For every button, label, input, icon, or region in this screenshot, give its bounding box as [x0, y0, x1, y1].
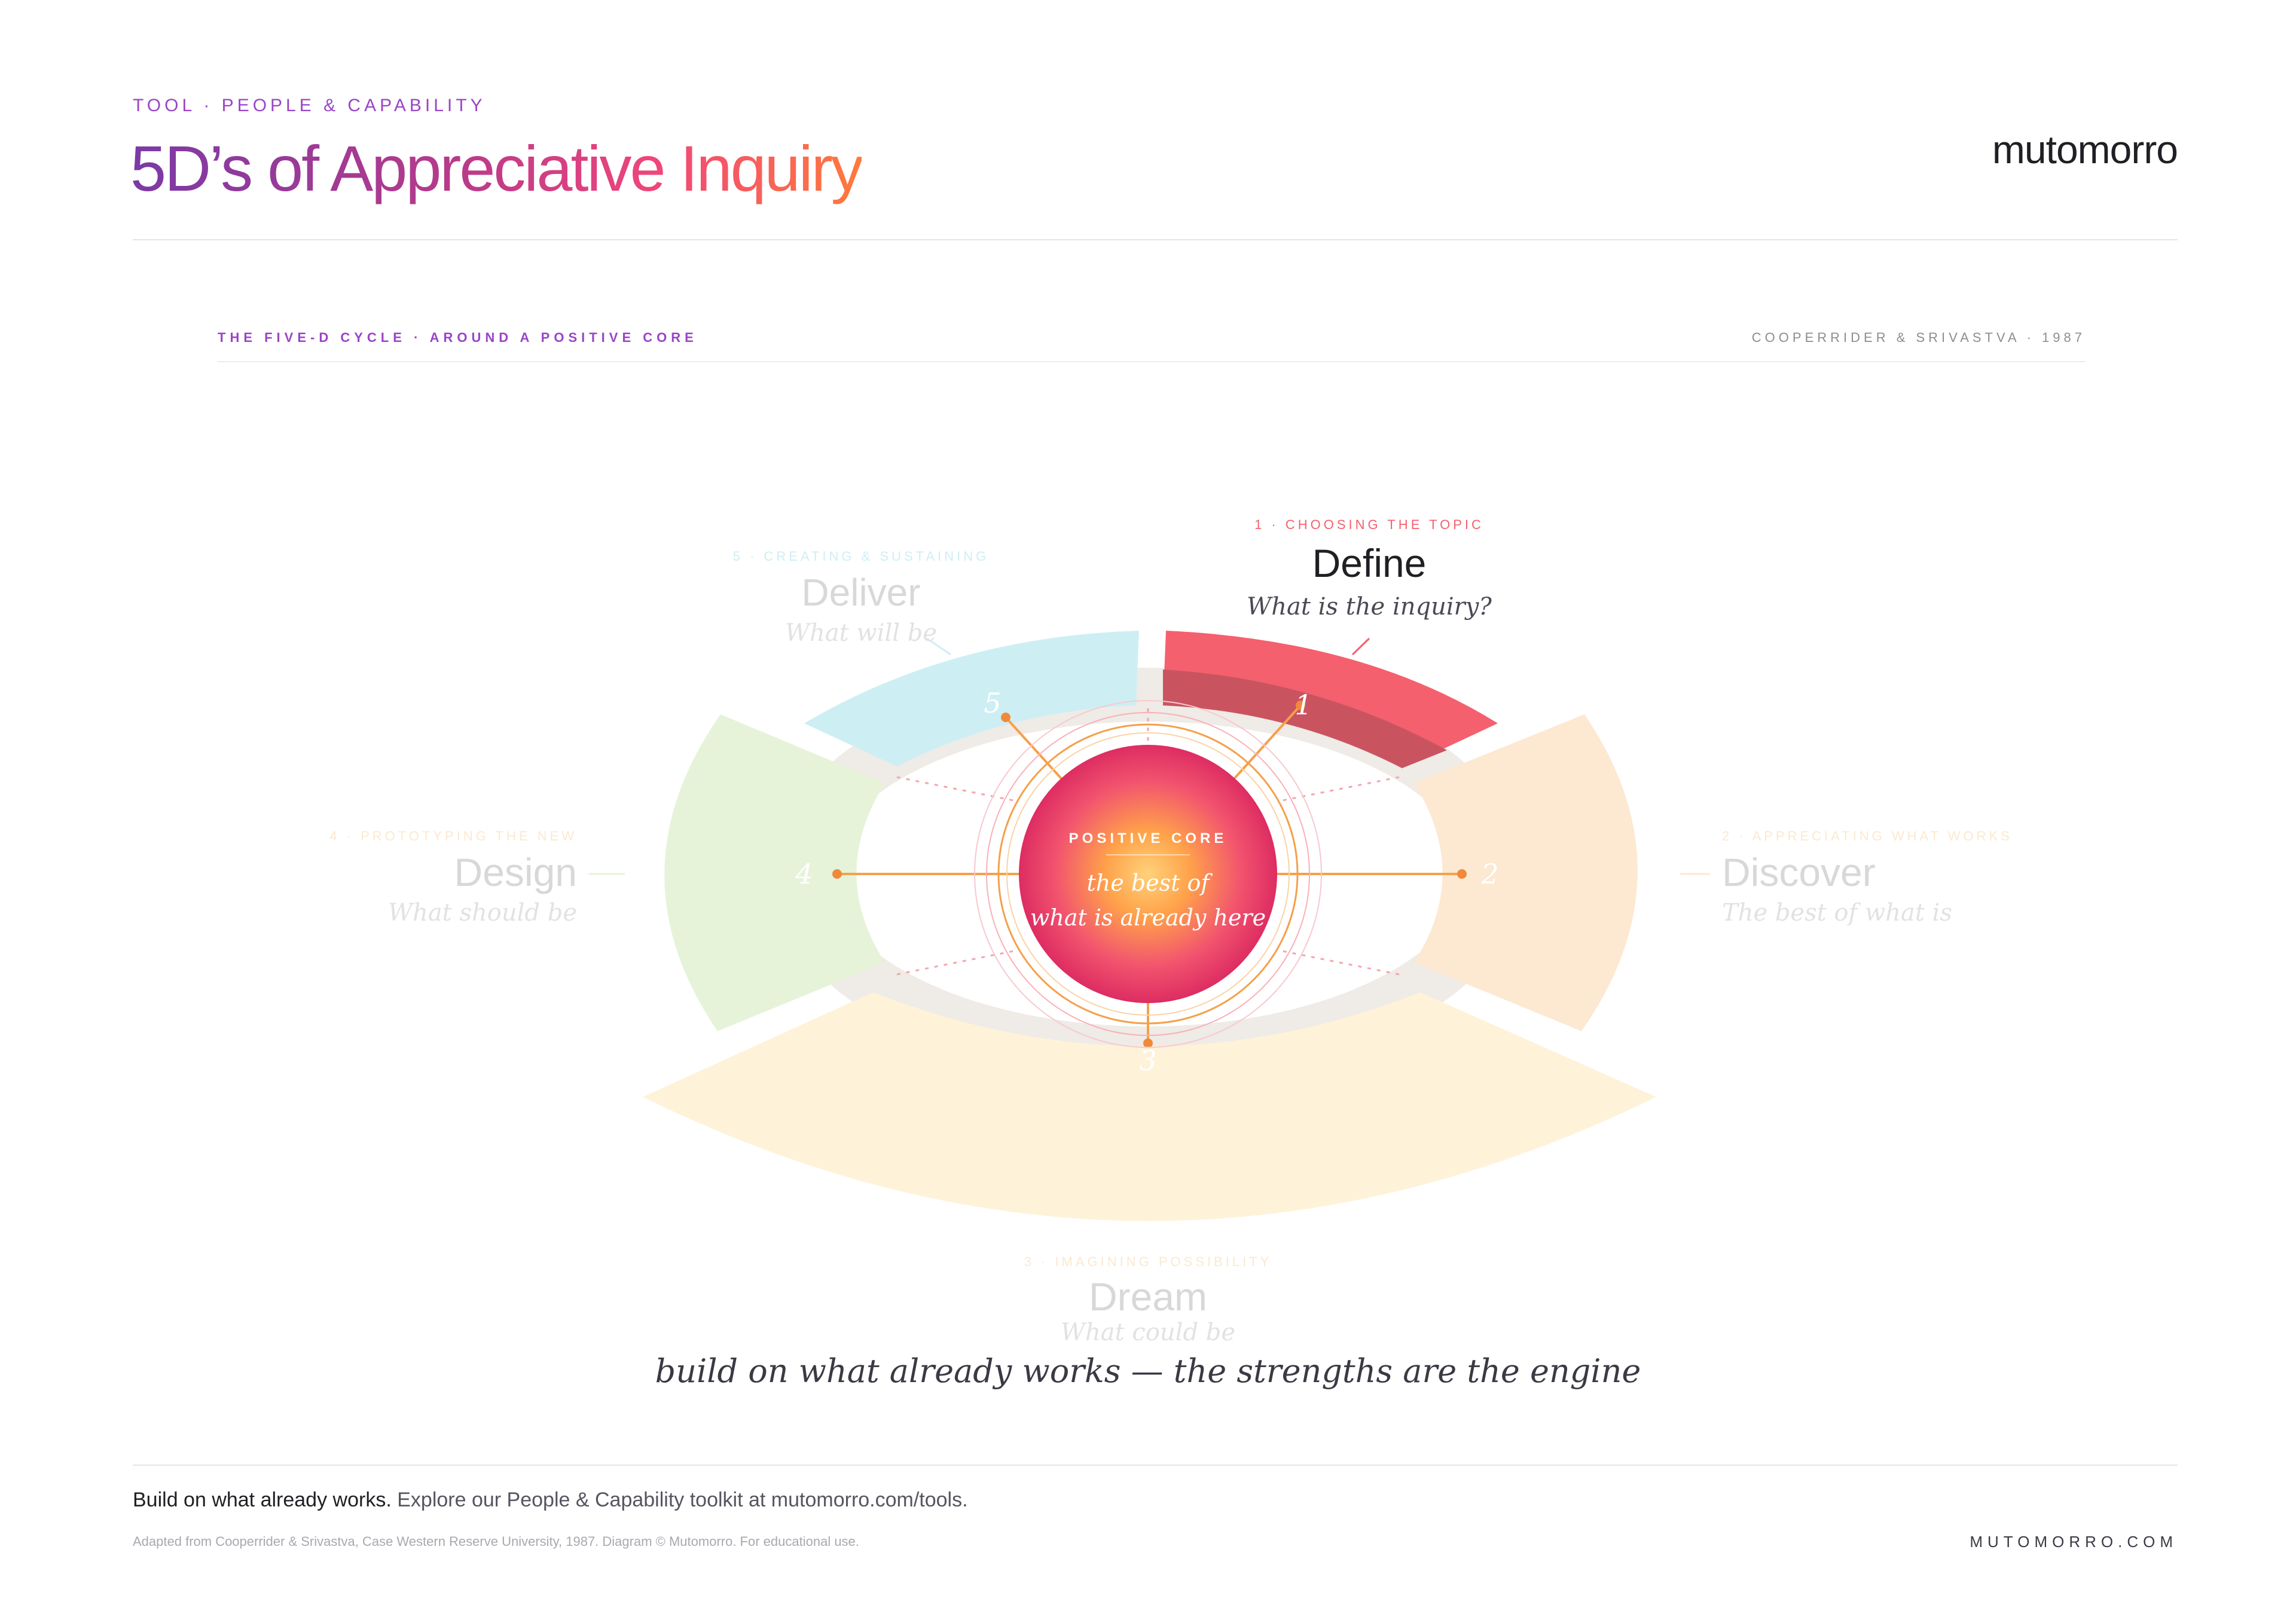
eyebrow: TOOL · PEOPLE & CAPABILITY	[133, 96, 486, 115]
tagline: build on what already works — the streng…	[655, 1352, 1641, 1390]
core-label: POSITIVE CORE	[1069, 830, 1228, 846]
footer-lead: Build on what already works.	[133, 1488, 392, 1511]
stage-number-5: 5	[984, 687, 1001, 719]
core-halo-rings	[974, 700, 1322, 1048]
design-kicker: 4 · PROTOTYPING THE NEW	[329, 829, 577, 843]
core-line-2: what is already here	[1030, 904, 1266, 931]
deliver-question: What will be	[785, 619, 937, 647]
define-title[interactable]: Define	[1312, 541, 1427, 585]
page-title: 5D’s of Appreciative Inquiry	[130, 127, 863, 210]
dream-kicker: 3 · IMAGINING POSSIBILITY	[1024, 1254, 1272, 1269]
define-question: What is the inquiry?	[1247, 593, 1492, 621]
discover-title[interactable]: Discover	[1722, 850, 1876, 894]
brand-logo[interactable]: mutomorro	[1992, 127, 2178, 172]
stage-number-3: 3	[1139, 1044, 1156, 1077]
dashed-connectors	[896, 708, 1400, 976]
footer-cta: Build on what already works. Explore our…	[133, 1488, 968, 1512]
segment-deliver[interactable]	[804, 631, 1139, 766]
footer-divider	[133, 1465, 2178, 1466]
segment-dream[interactable]	[643, 992, 1656, 1221]
segment-define-shadow	[1163, 670, 1447, 768]
stage-number-1: 1	[1294, 689, 1312, 721]
segment-discover[interactable]	[1414, 714, 1638, 1031]
dream-question: What could be	[1061, 1319, 1235, 1346]
design-question: What should be	[388, 899, 577, 927]
footer-credit: Adapted from Cooperrider & Srivastva, Ca…	[133, 1534, 859, 1549]
spoke-dots	[832, 701, 1467, 1048]
subheader-divider	[218, 361, 2086, 362]
deliver-title[interactable]: Deliver	[801, 571, 920, 614]
design-title[interactable]: Design	[454, 850, 577, 894]
deliver-kicker: 5 · CREATING & SUSTAINING	[733, 549, 990, 564]
define-leader	[1351, 637, 1370, 656]
core-line-1: the best of	[1087, 870, 1213, 896]
segment-design[interactable]	[664, 714, 885, 1031]
footer-site-link[interactable]: MUTOMORRO.COM	[1970, 1533, 2178, 1551]
diagram-subtitle: THE FIVE-D CYCLE · AROUND A POSITIVE COR…	[218, 330, 698, 345]
header-divider	[133, 239, 2178, 240]
positive-core[interactable]	[1019, 745, 1277, 1003]
footer-body-link[interactable]: Explore our People & Capability toolkit …	[397, 1488, 968, 1511]
stage-number-4: 4	[795, 858, 813, 890]
deliver-leader	[926, 637, 951, 656]
stage-number-2: 2	[1480, 858, 1498, 890]
diagram-source: COOPERRIDER & SRIVASTVA · 1987	[1751, 330, 2086, 345]
discover-question: The best of what is	[1722, 899, 1952, 927]
define-kicker: 1 · CHOOSING THE TOPIC	[1254, 517, 1484, 532]
dream-title[interactable]: Dream	[1089, 1274, 1207, 1319]
discover-kicker: 2 · APPRECIATING WHAT WORKS	[1722, 829, 2013, 843]
